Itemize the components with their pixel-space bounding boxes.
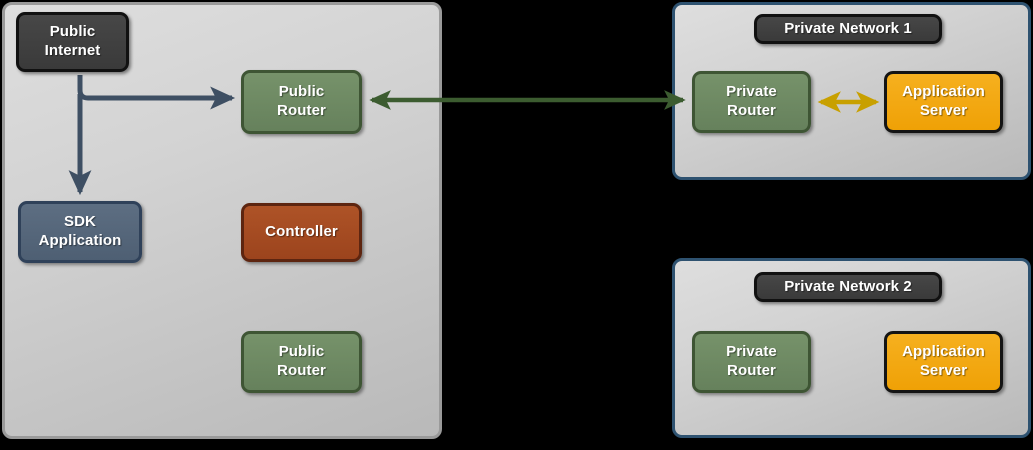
node-public-router-top[interactable]: Public Router	[241, 70, 362, 134]
node-pn1-application-server[interactable]: Application Server	[884, 71, 1003, 133]
node-public-router-top-label: Public Router	[277, 83, 326, 119]
node-pn2-private-router-label: Private Router	[726, 343, 777, 379]
node-public-router-bottom-label: Public Router	[277, 343, 326, 379]
private-network-1-title-label: Private Network 1	[784, 19, 912, 37]
node-pn1-private-router-label: Private Router	[726, 83, 777, 119]
private-network-2-title: Private Network 2	[754, 272, 942, 302]
node-public-internet[interactable]: Public Internet	[16, 12, 129, 72]
node-pn2-application-server-label: Application Server	[902, 343, 985, 379]
node-pn2-application-server[interactable]: Application Server	[884, 331, 1003, 393]
node-pn1-application-server-label: Application Server	[902, 83, 985, 119]
node-public-internet-label: Public Internet	[44, 23, 101, 59]
node-pn1-private-router[interactable]: Private Router	[692, 71, 811, 133]
node-sdk-application[interactable]: SDK Application	[18, 201, 142, 263]
node-sdk-application-label: SDK Application	[38, 213, 122, 249]
node-public-router-bottom[interactable]: Public Router	[241, 331, 362, 393]
node-controller[interactable]: Controller	[241, 203, 362, 262]
private-network-1-title: Private Network 1	[754, 14, 942, 44]
private-network-2-title-label: Private Network 2	[784, 277, 912, 295]
node-pn2-private-router[interactable]: Private Router	[692, 331, 811, 393]
node-controller-label: Controller	[265, 223, 338, 241]
